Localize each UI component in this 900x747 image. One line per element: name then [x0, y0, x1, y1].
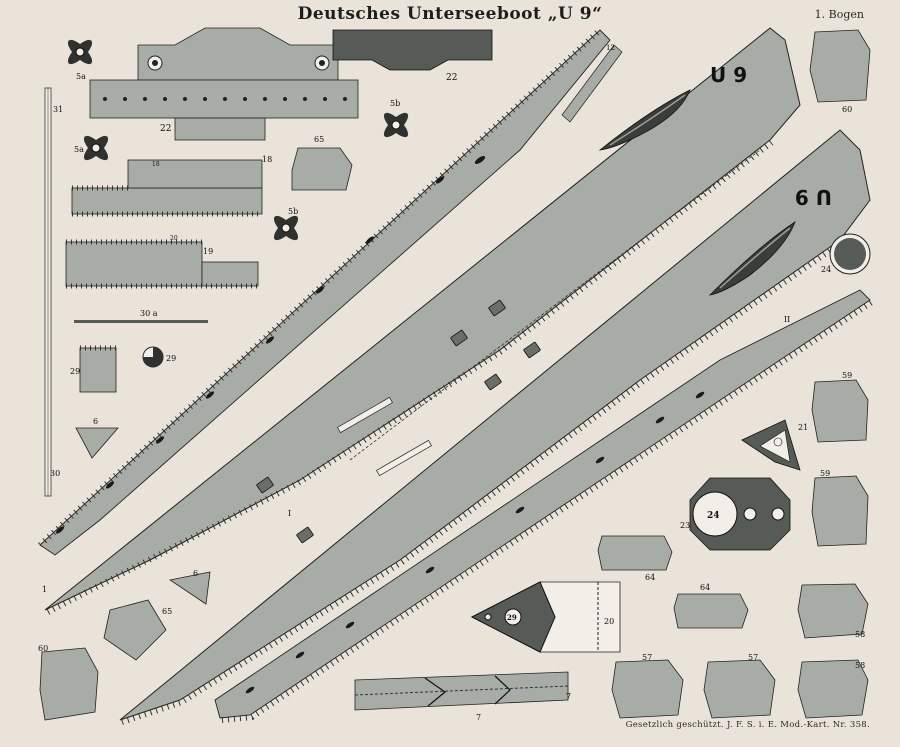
part-6-label-2: 6 — [193, 569, 198, 578]
part-57-left — [611, 659, 684, 719]
part-5b-label-2: 5b — [288, 207, 298, 216]
hull-half-upper-teeth — [46, 139, 774, 615]
part-20-bow — [470, 581, 621, 653]
deck-strip-right — [214, 289, 871, 719]
part-57-right — [703, 659, 776, 719]
part-19 — [65, 239, 259, 289]
part-22-tower — [89, 27, 359, 141]
portholes-upper — [55, 155, 486, 534]
part-24-disc-dark — [829, 233, 871, 275]
part-20-tab-label: 20 — [170, 235, 178, 242]
part-7-label-2: 7 — [476, 713, 481, 722]
part-31-label: 31 — [53, 105, 63, 114]
hull-half-lower-teeth — [121, 239, 844, 725]
part-59-label-2: 59 — [820, 469, 830, 478]
part-65-label-1: 65 — [314, 135, 324, 144]
part-59-lower — [811, 475, 869, 547]
part-30-label: 30 — [50, 469, 60, 478]
propeller-5b-top — [383, 112, 409, 138]
part-30a-label: 30 a — [140, 309, 158, 318]
part-12-strip — [561, 44, 623, 123]
hull-marking-u9: U 9 — [710, 63, 747, 87]
part-29-rect-label: 29 — [70, 367, 80, 376]
part-1-label: 1 — [42, 585, 47, 594]
part-20-label: 20 — [604, 617, 614, 626]
hull-half-upper — [44, 27, 801, 611]
part-60-top-right — [809, 29, 871, 103]
part-64-label-1: 64 — [645, 573, 655, 582]
part-65-lower — [103, 599, 167, 661]
copyright-footer: Gesetzlich geschützt. J. F. S. i. E. Mod… — [625, 720, 870, 730]
part-29-label: 29 — [166, 354, 176, 363]
part-29-disc — [142, 346, 164, 368]
sheet-title: Deutsches Unterseeboot „U 9“ — [297, 4, 603, 24]
deck-strip-left — [39, 29, 611, 556]
part-21-label: 21 — [798, 423, 808, 432]
part-18 — [71, 159, 263, 217]
part-I-label: I — [288, 509, 291, 518]
part-7-label-1: 7 — [566, 692, 571, 701]
part-64-right — [673, 593, 749, 629]
part-58-lower — [797, 659, 869, 719]
part-60-label-1: 60 — [842, 105, 852, 114]
part-18-label: 18 — [262, 155, 272, 164]
part-5b-label-1: 5b — [390, 99, 400, 108]
part-5a-label-1: 5a — [76, 72, 86, 81]
propeller-5b-mid — [273, 215, 299, 241]
part-29-rect — [79, 345, 117, 393]
propeller-5a-mid — [83, 135, 109, 161]
part-II-label: II — [784, 315, 790, 324]
part-12-label: 12 — [606, 44, 615, 52]
deck-hatches — [256, 299, 541, 544]
part-57-label-2: 57 — [748, 653, 758, 662]
part-23-base — [689, 477, 791, 551]
part-30a-rod — [74, 320, 208, 323]
part-60-label-2: 60 — [38, 644, 48, 653]
part-58-label-1: 58 — [855, 630, 865, 639]
part-57-label-1: 57 — [642, 653, 652, 662]
part-21 — [741, 419, 801, 471]
part-59-label-1: 59 — [842, 371, 852, 380]
part-59-upper — [811, 379, 869, 443]
deck-planks — [337, 396, 432, 477]
part-7-keel — [354, 671, 569, 711]
part-24-label: 24 — [821, 265, 831, 274]
part-60-lower-left — [39, 647, 99, 721]
part-65-label-2: 65 — [162, 607, 172, 616]
part-24-label-b: 24 — [707, 511, 720, 521]
part-64-left — [597, 535, 673, 571]
hull-half-lower — [119, 129, 871, 721]
part-6-label-1: 6 — [93, 417, 98, 426]
part-58-upper — [797, 583, 869, 639]
hull-marking-u9-mirrored: U 9 — [795, 185, 832, 209]
part-58-label-2: 58 — [855, 661, 865, 670]
part-6-lower — [168, 571, 211, 605]
keel-line — [349, 149, 761, 461]
sheet-number: 1. Bogen — [814, 8, 864, 21]
part-18-tab-label: 18 — [152, 161, 160, 168]
part-22-plate — [332, 29, 493, 71]
part-19-label: 19 — [203, 247, 213, 256]
part-65-top — [291, 147, 353, 191]
part-22-label-top: 22 — [446, 73, 457, 83]
torpedo-lower — [708, 220, 796, 296]
torpedo-upper — [598, 89, 691, 151]
part-22-label-left: 22 — [160, 124, 171, 134]
part-29-label-b: 29 — [507, 613, 517, 622]
part-31-30-pole — [44, 87, 52, 497]
deck-strip-left-teeth — [37, 27, 603, 548]
part-5a-label-2: 5a — [74, 145, 84, 154]
propeller-5a-top — [67, 39, 93, 65]
portholes-lower — [245, 391, 705, 694]
part-6-upper — [75, 427, 119, 459]
part-64-label-2: 64 — [700, 583, 710, 592]
part-23-label: 23 — [680, 521, 690, 530]
